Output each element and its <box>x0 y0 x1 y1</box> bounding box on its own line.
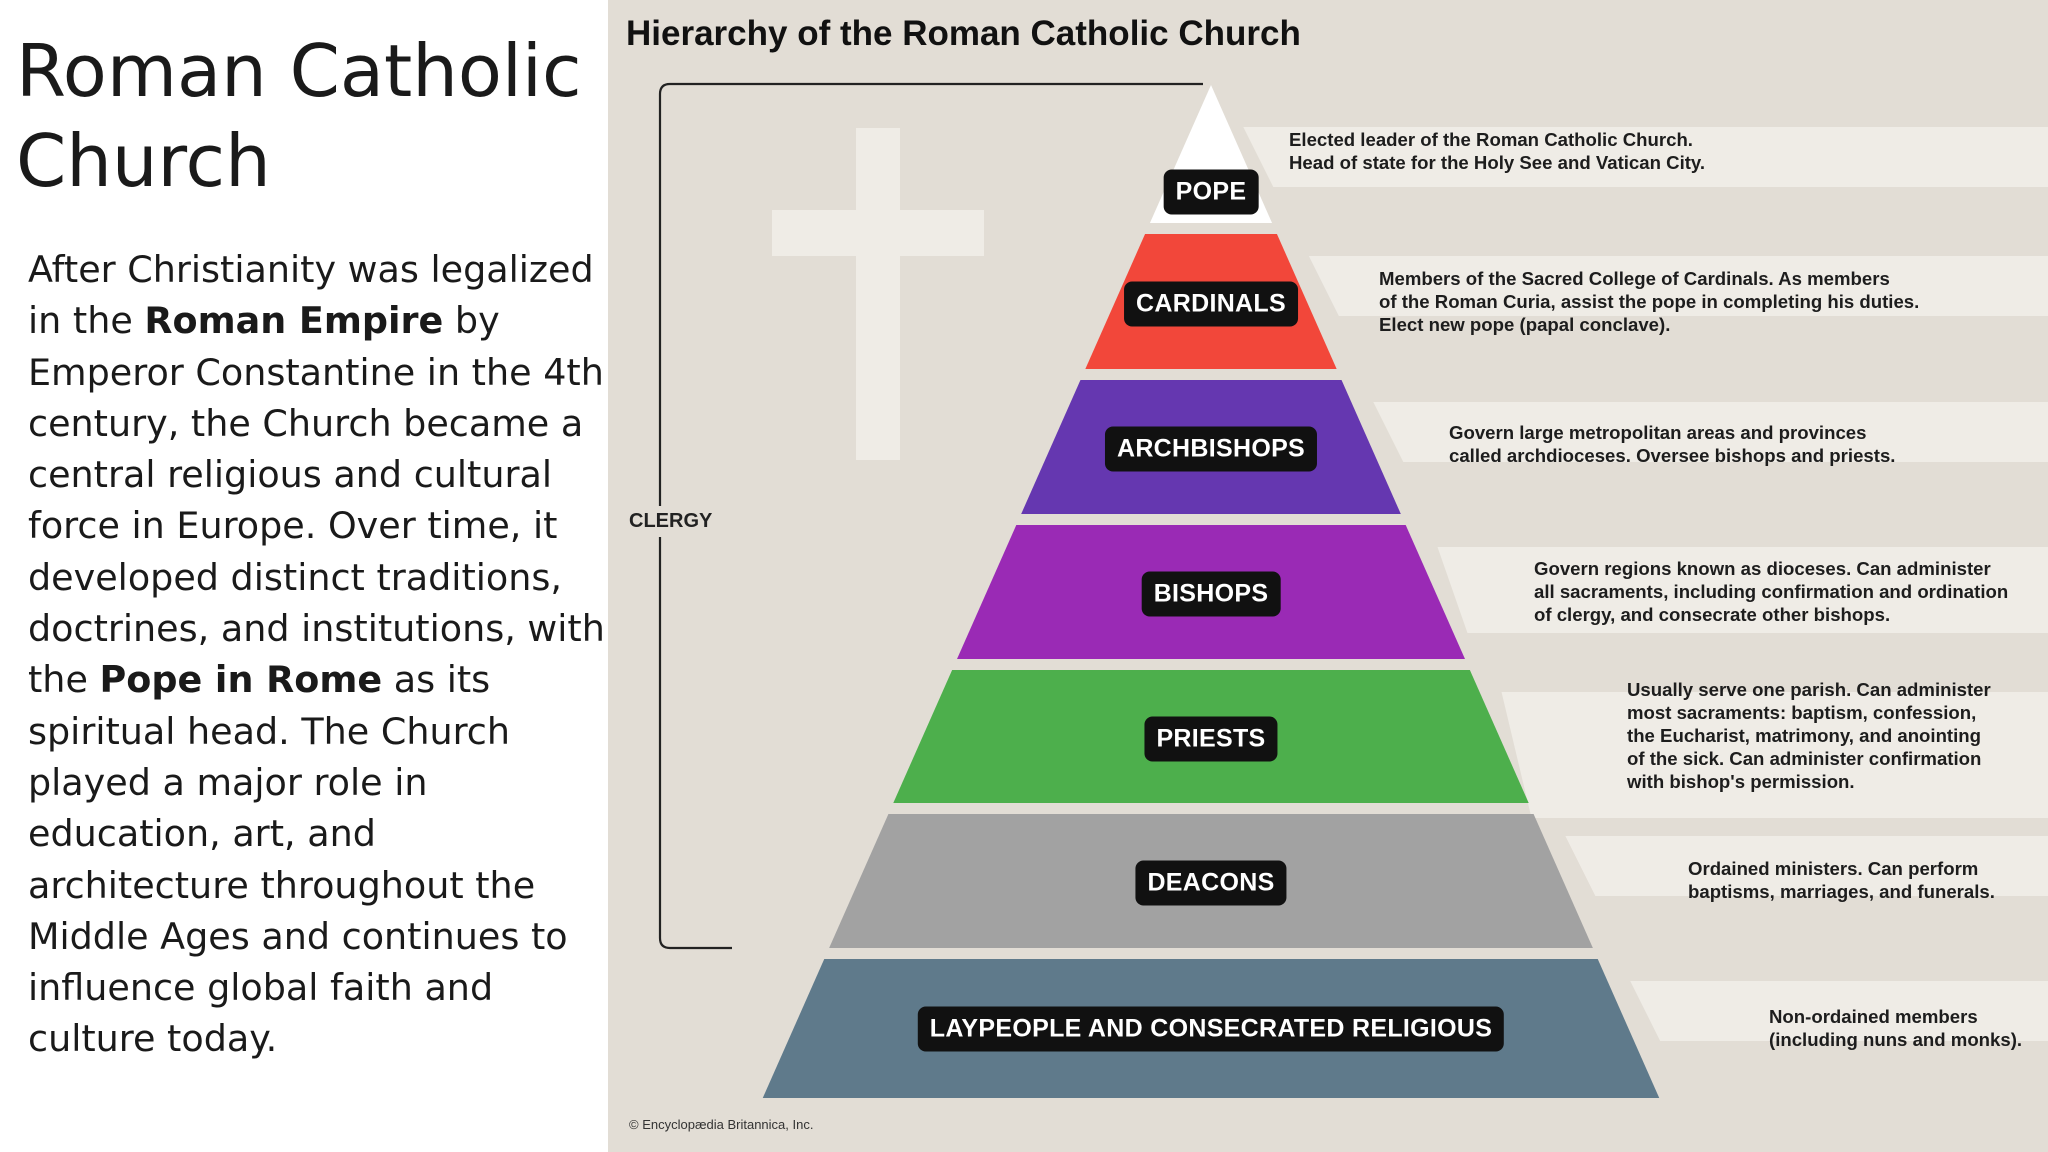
hierarchy-infographic: Hierarchy of the Roman Catholic Church C… <box>608 0 2048 1152</box>
level-label: POPE <box>1163 169 1259 215</box>
body-text-run: as its spiritual head. The Church played… <box>28 658 568 1061</box>
level-description: Govern regions known as dioceses. Can ad… <box>1534 558 2009 625</box>
infographic-title: Hierarchy of the Roman Catholic Church <box>626 14 1301 53</box>
body-bold-run: Roman Empire <box>144 299 444 343</box>
description-band <box>1373 402 2048 462</box>
pyramid-graphic <box>658 82 2048 1098</box>
description-band <box>1630 981 2048 1041</box>
level-label: PRIESTS <box>1144 716 1278 761</box>
description-band <box>1501 692 2048 818</box>
level-description: Elected leader of the Roman Catholic Chu… <box>1289 129 1706 173</box>
level-description: Non-ordained members (including nuns and… <box>1769 1006 2023 1050</box>
description-band <box>1437 547 2048 633</box>
body-text-run: After Christianity was legalized in the <box>28 248 594 343</box>
level-description: Govern large metropolitan areas and prov… <box>1449 422 1896 466</box>
level-description: Members of the Sacred College of Cardina… <box>1379 268 1920 335</box>
level-label: BISHOPS <box>1141 571 1281 617</box>
body-text-run: by Emperor Constantine in the 4th centur… <box>28 299 605 702</box>
level-label: LAYPEOPLE AND CONSECRATED RELIGIOUS <box>917 1006 1505 1051</box>
level-description: Usually serve one parish. Can administer… <box>1627 679 1991 792</box>
clergy-label: CLERGY <box>629 506 713 537</box>
level-description: Ordained ministers. Can perform baptisms… <box>1688 858 1995 902</box>
body-bold-run: Pope in Rome <box>99 658 383 702</box>
description-band <box>1565 836 2048 896</box>
description-bands <box>1243 127 2048 1041</box>
level-label: DEACONS <box>1135 860 1287 906</box>
level-label: CARDINALS <box>1124 281 1298 326</box>
copyright-notice: © Encyclopædia Britannica, Inc. <box>629 1117 814 1132</box>
level-label: ARCHBISHOPS <box>1104 426 1318 472</box>
description-band <box>1243 127 2048 187</box>
description-band <box>1308 256 2048 316</box>
slide-title: Roman Catholic Church <box>16 29 582 203</box>
slide-body-text: After Christianity was legalized in the … <box>28 244 608 1065</box>
cross-icon <box>772 128 984 460</box>
